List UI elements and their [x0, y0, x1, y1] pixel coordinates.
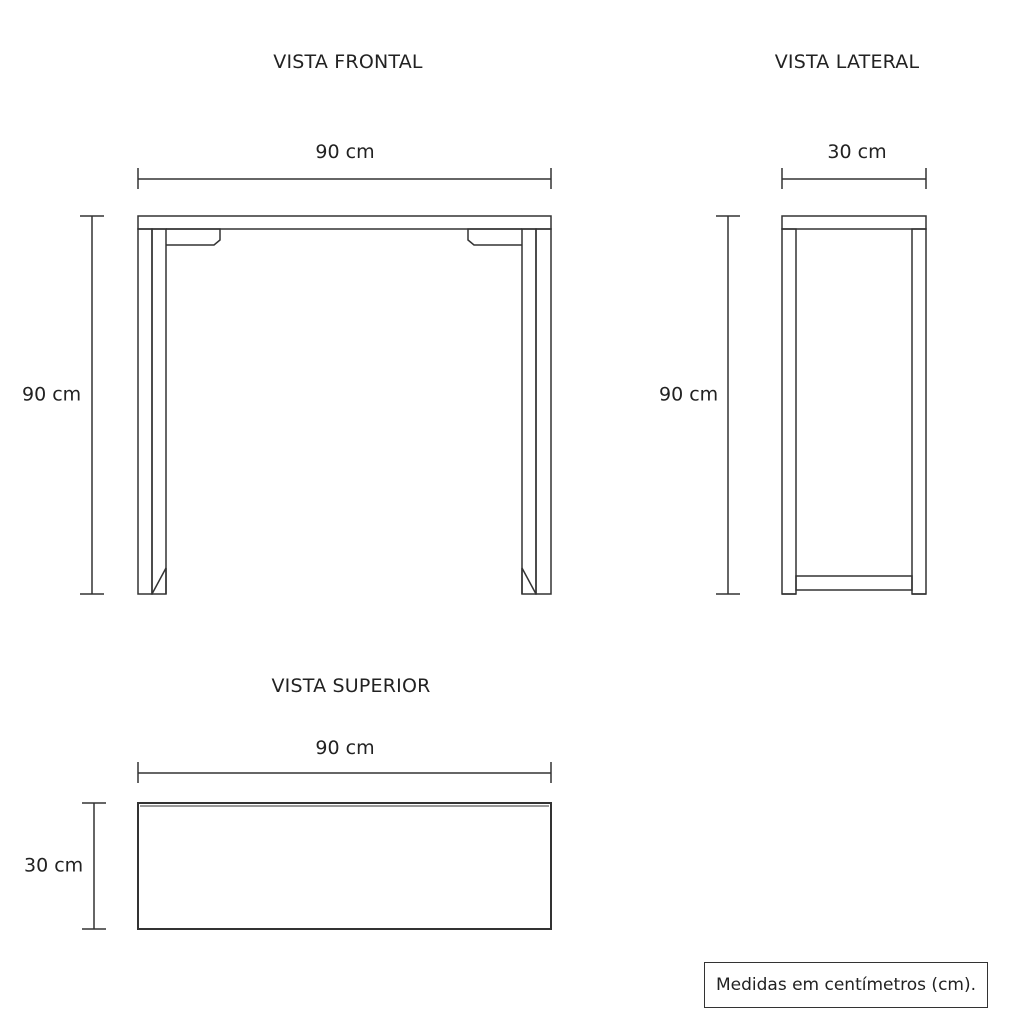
- front-view-title: VISTA FRONTAL: [273, 51, 423, 73]
- top-view-title: VISTA SUPERIOR: [271, 675, 431, 697]
- top-depth-dimension: [82, 802, 106, 930]
- front-height-label: 90 cm: [22, 383, 82, 406]
- measurement-note-text: Medidas em centímetros (cm).: [715, 975, 977, 995]
- side-width-dimension: [781, 168, 927, 189]
- front-width-dimension: [137, 168, 552, 189]
- front-view-drawing: [80, 168, 552, 595]
- side-view-drawing: [716, 168, 927, 595]
- side-view-title: VISTA LATERAL: [774, 51, 920, 73]
- top-width-dimension: [137, 762, 552, 783]
- top-width-label: 90 cm: [315, 737, 375, 759]
- front-width-label: 90 cm: [315, 141, 375, 163]
- measurement-note: Medidas em centímetros (cm).: [704, 962, 988, 1008]
- top-view-drawing: [82, 762, 552, 930]
- side-height-dimension: [716, 215, 740, 595]
- side-height-label: 90 cm: [659, 383, 719, 406]
- top-depth-label: 30 cm: [24, 854, 84, 877]
- front-height-dimension: [80, 215, 104, 595]
- side-width-label: 30 cm: [827, 141, 887, 163]
